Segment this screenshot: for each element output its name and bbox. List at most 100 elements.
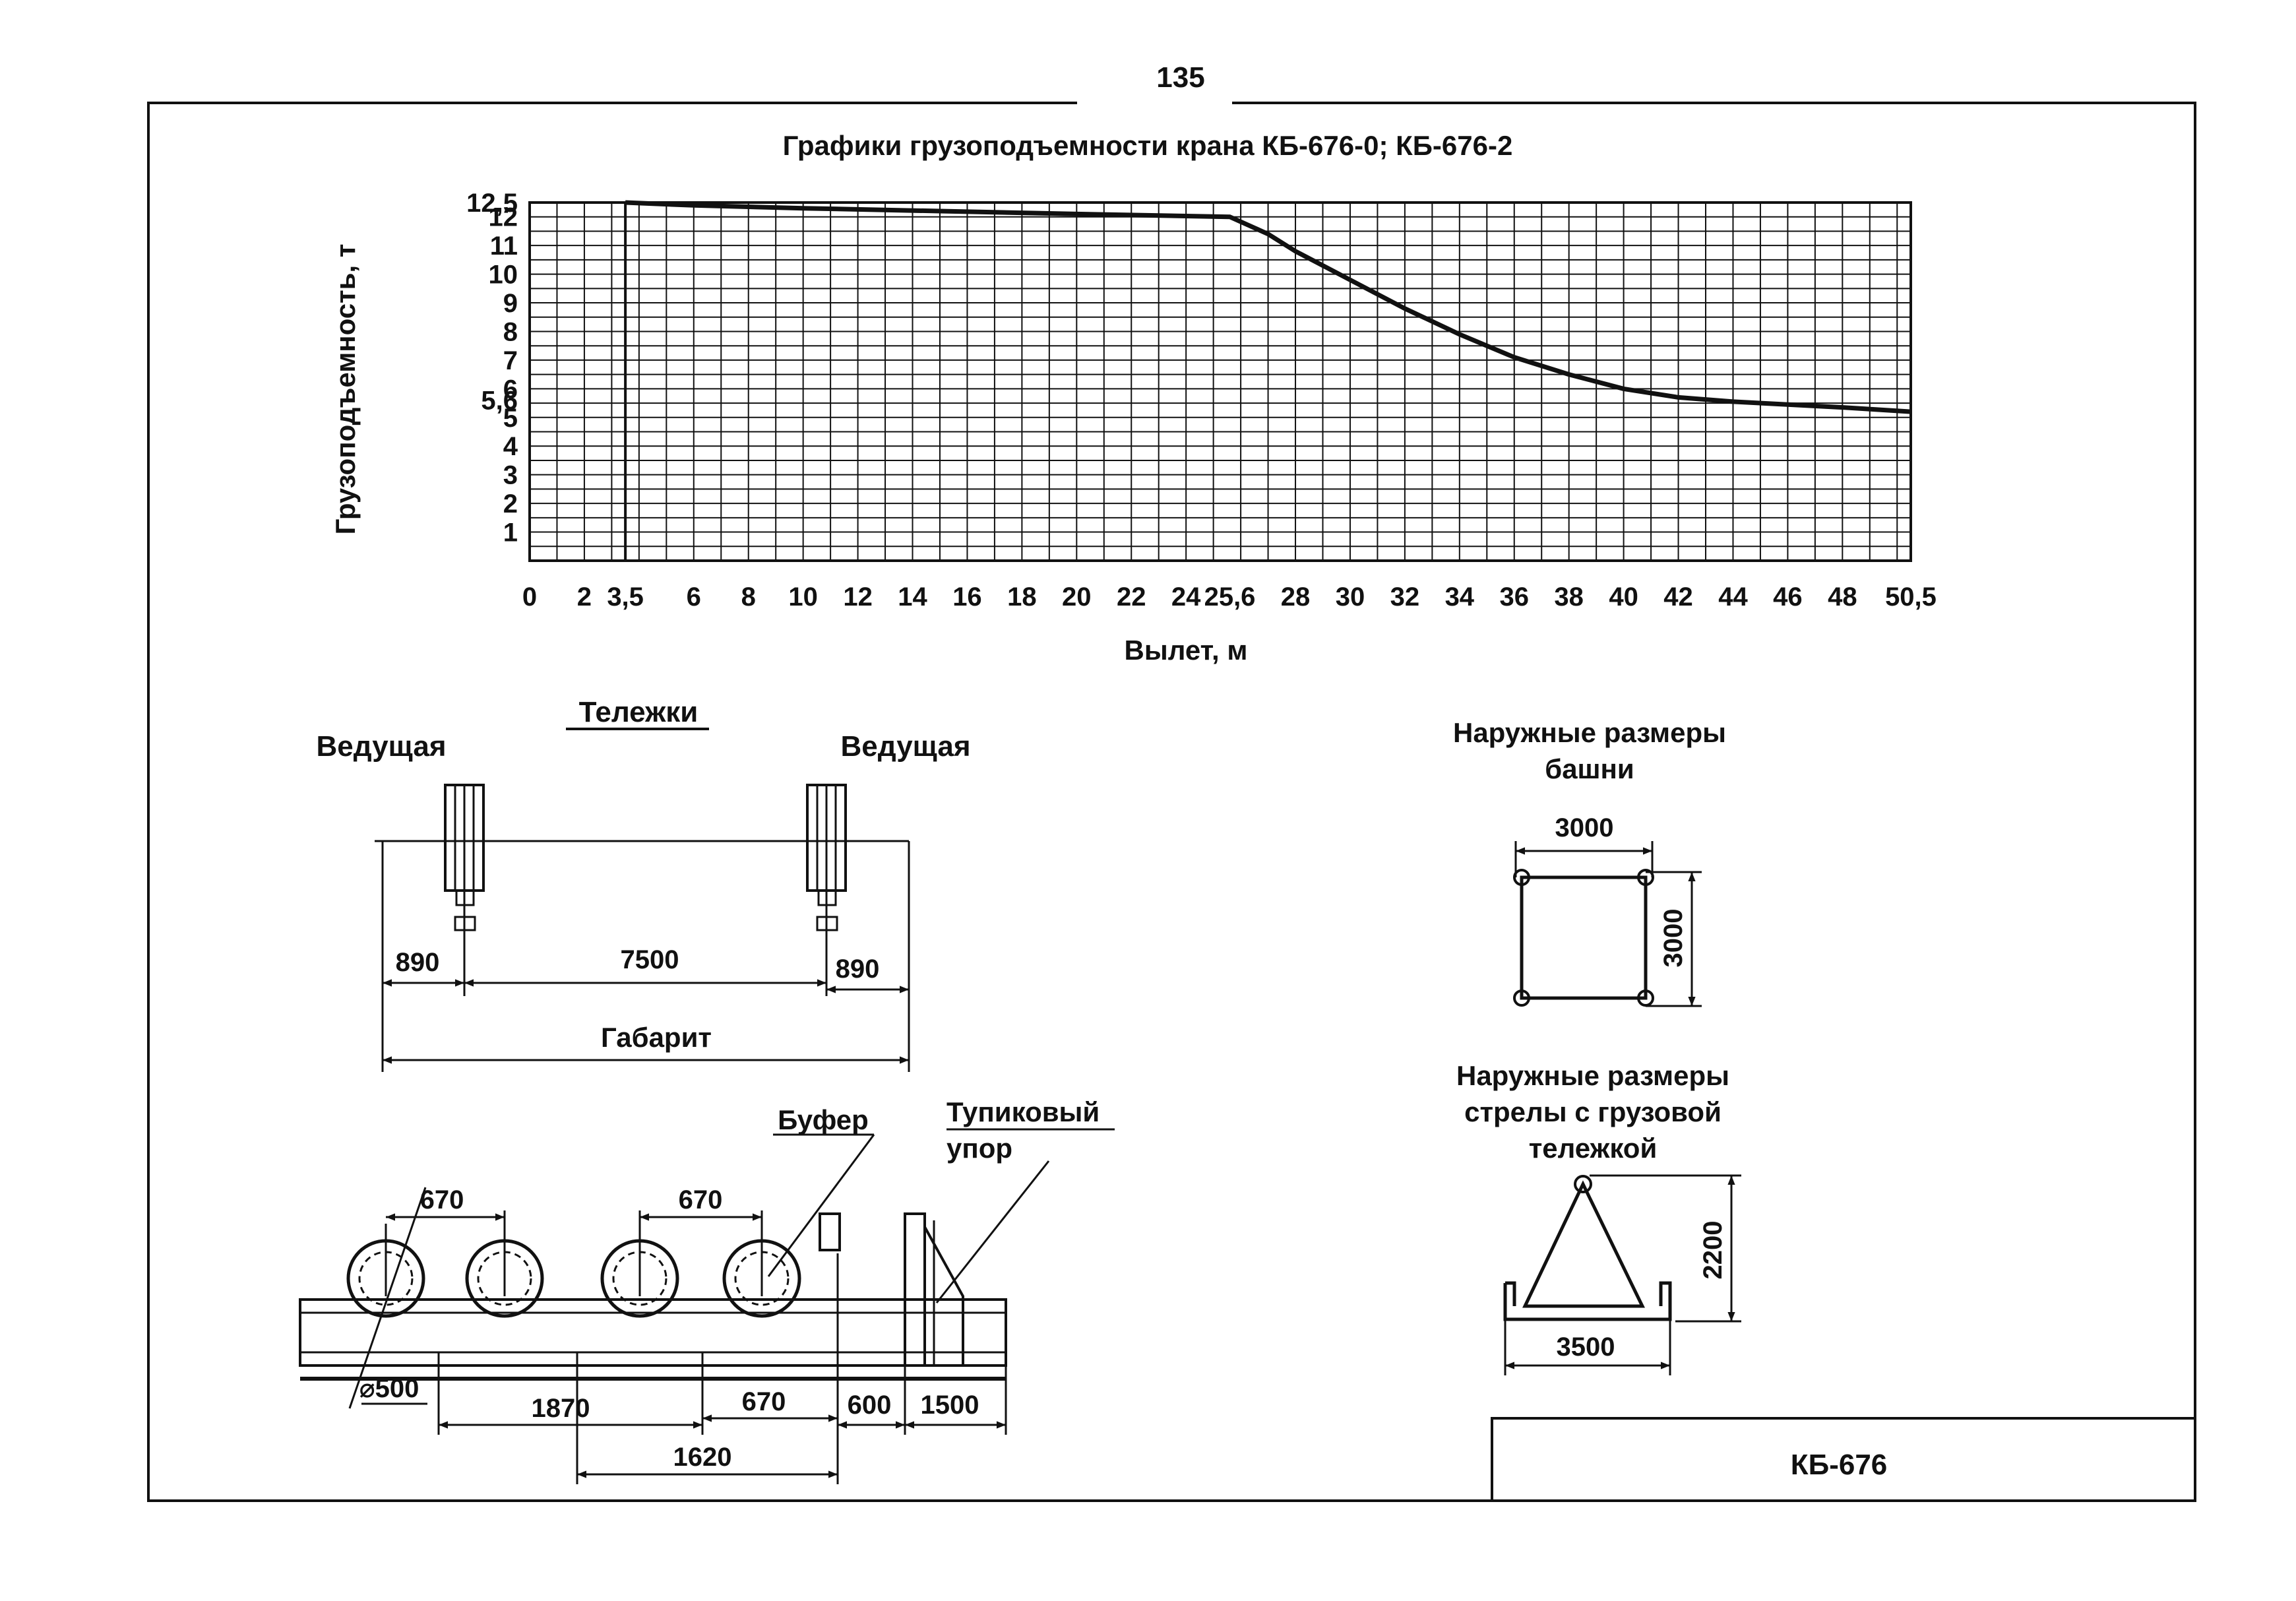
x-tick-label: 3,5: [607, 582, 644, 612]
dim-diameter: ⌀500: [359, 1374, 419, 1403]
page-number: 135: [1156, 61, 1204, 94]
dim-tower-height: 3000: [1659, 909, 1688, 968]
y-tick-label: 9: [503, 289, 518, 318]
x-tick-label: 48: [1828, 582, 1857, 612]
buffer: [819, 1212, 841, 1251]
dim-jib-height: 2200: [1698, 1221, 1727, 1280]
x-tick-label: 46: [1773, 582, 1803, 612]
jib-dimensions-diagram: Наружные размеры стрелы с грузовой тележ…: [1456, 1060, 1741, 1375]
left-coupling-block: [454, 916, 476, 931]
y-tick-label: 4: [503, 432, 518, 461]
rail-section-diagram: Буфер Тупиковый упор: [299, 1096, 1115, 1484]
dead-end-stop: [904, 1212, 926, 1367]
tower-title-1: Наружные размеры: [1453, 717, 1726, 748]
trolley-right-label: Ведущая: [841, 730, 971, 763]
tower-chord: [1513, 989, 1530, 1007]
dim-jib-width: 3500: [1557, 1333, 1615, 1362]
y-tick-label: 10: [489, 261, 518, 290]
dim-1870: 1870: [532, 1394, 590, 1423]
x-tick-label: 16: [952, 582, 982, 612]
chart-frame: [528, 201, 1912, 562]
dim-890-right: 890: [836, 955, 880, 984]
x-tick-label: 10: [788, 582, 818, 612]
dim-670-top-left: 670: [420, 1185, 464, 1214]
y-tick-label: 8: [503, 317, 518, 346]
x-tick-label: 50,5: [1885, 582, 1937, 612]
x-tick-label: 34: [1445, 582, 1475, 612]
dim-1500: 1500: [921, 1391, 979, 1420]
stop-label-2: упор: [946, 1133, 1012, 1164]
trolleys-title: Тележки: [579, 696, 698, 728]
y-tick-label: 7: [503, 346, 518, 375]
capacity-curve: [625, 200, 1911, 414]
chart-ylabel: Грузоподъемность, т: [330, 244, 361, 535]
x-tick-label: 36: [1500, 582, 1530, 612]
title-block: КБ-676: [1491, 1417, 2195, 1501]
chart-grid: [528, 201, 1912, 562]
tower-chord: [1513, 869, 1530, 886]
x-tick-label: 30: [1336, 582, 1365, 612]
dim-7500: 7500: [621, 945, 679, 974]
stop-leader: [935, 1160, 1050, 1303]
diameter-leader: [348, 1187, 427, 1409]
buffer-leader: [767, 1134, 875, 1277]
chart-title: Графики грузоподъемности крана КБ-676-0;…: [783, 130, 1513, 161]
x-tick-label: 18: [1007, 582, 1037, 612]
dead-end-stop-brace: [923, 1226, 964, 1366]
y-tick-label: 5: [503, 404, 518, 433]
rail-beam: [299, 1298, 1007, 1367]
x-tick-label: 42: [1663, 582, 1693, 612]
right-coupling-block: [816, 916, 838, 931]
y-tick-label: 1: [503, 518, 518, 548]
x-tick-label: 0: [522, 582, 537, 612]
x-tick-label: 24: [1171, 582, 1201, 612]
tower-title-2: башни: [1545, 753, 1634, 784]
left-coupling: [455, 889, 475, 906]
x-tick-label: 2: [577, 582, 592, 612]
load-capacity-chart: Графики грузоподъемности крана КБ-676-0;…: [330, 130, 1937, 666]
dim-tower-width: 3000: [1555, 813, 1614, 842]
x-tick-label: 38: [1554, 582, 1584, 612]
trolley-left-label: Ведущая: [317, 730, 447, 763]
dim-670-top-right: 670: [679, 1185, 723, 1214]
title-block-label: КБ-676: [1791, 1449, 1888, 1481]
jib-chords: [1503, 1281, 1672, 1321]
jib-title-2: стрелы с грузовой: [1464, 1096, 1722, 1127]
tower-dimensions-diagram: Наружные размеры башни 3000 3000: [1453, 717, 1726, 1007]
buffer-label: Буфер: [778, 1104, 869, 1135]
x-tick-label: 6: [687, 582, 701, 612]
y-tick-label: 6: [503, 375, 518, 404]
x-tick-label: 32: [1390, 582, 1420, 612]
x-tick-label: 22: [1117, 582, 1146, 612]
y-tick-label: 2: [503, 489, 518, 518]
tower-outline: [1520, 875, 1648, 1000]
page-frame: [147, 102, 2196, 1502]
x-tick-label: 40: [1609, 582, 1638, 612]
x-tick-label: 25,6: [1204, 582, 1256, 612]
x-tick-label: 12: [843, 582, 873, 612]
x-tick-label: 8: [741, 582, 756, 612]
y-tick-label: 12: [489, 203, 518, 232]
x-tick-label: 44: [1718, 582, 1748, 612]
y-tick-label: 3: [503, 461, 518, 490]
jib-title-3: тележкой: [1529, 1133, 1658, 1164]
x-tick-label: 14: [898, 582, 927, 612]
trolleys-diagram: Тележки Ведущая Ведущая 890 7500 890 Габ…: [317, 696, 971, 1072]
dim-1620: 1620: [673, 1443, 732, 1472]
dim-670-bottom: 670: [742, 1387, 786, 1416]
jib-triangle: [1522, 1180, 1645, 1308]
y-tick-label: 11: [490, 232, 518, 261]
dim-890-left: 890: [396, 948, 440, 977]
title-block-frame: [1491, 1417, 2195, 1501]
dim-gabarit: Габарит: [601, 1022, 712, 1053]
stop-label-1: Тупиковый: [946, 1096, 1100, 1127]
jib-title-1: Наружные размеры: [1456, 1060, 1729, 1091]
jib-top-chord: [1574, 1175, 1592, 1193]
x-tick-label: 20: [1062, 582, 1092, 612]
dim-600: 600: [848, 1391, 892, 1420]
x-tick-label: 28: [1281, 582, 1311, 612]
chart-xlabel: Вылет, м: [1125, 635, 1248, 666]
